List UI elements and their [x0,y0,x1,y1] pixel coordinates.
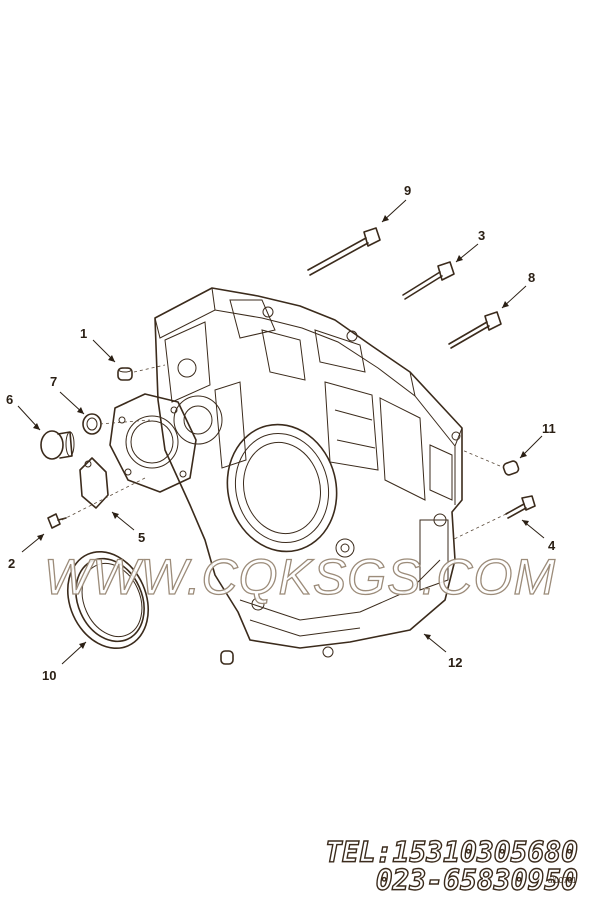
assembly-line-5 [133,364,166,373]
part-2-bolt [47,513,67,529]
cover-gasket [109,393,197,493]
part-3-bolt [402,261,455,300]
part-10-seal [66,550,150,650]
callout-6: 6 [6,392,13,407]
watermark-text: WWW.CQKSGS.COM [43,548,557,605]
assembly-line-4 [451,513,507,541]
part-9-bolt [307,227,381,276]
part-1-dowel [117,367,133,381]
callout-4: 4 [548,538,556,553]
callout-3: 3 [478,228,485,243]
contact-tel: TEL:15310305680 [324,836,578,869]
callout-10: 10 [42,668,56,683]
callout-9: 9 [404,183,411,198]
contact-phone: 023-65830950 [375,864,579,897]
part-8-bolt [448,311,502,349]
flywheel-housing [154,287,463,658]
leader-lines [17,199,545,665]
callout-5: 5 [138,530,145,545]
callout-1: 1 [80,326,87,341]
assembly-line-1 [99,419,151,425]
callout-12: 12 [448,655,462,670]
callout-8: 8 [528,270,535,285]
callout-7: 7 [50,374,57,389]
part-4-bolt [505,495,536,519]
drawing-code: ai00761 [548,876,577,885]
part-7-o-ring [82,413,102,435]
dowel-bottom [220,650,234,665]
assembly-line-3 [461,449,501,467]
part-11-dowel [502,460,520,476]
part-5-cover [79,457,109,509]
part-6-plug [40,430,75,460]
callout-11: 11 [542,421,556,436]
callout-2: 2 [8,556,15,571]
